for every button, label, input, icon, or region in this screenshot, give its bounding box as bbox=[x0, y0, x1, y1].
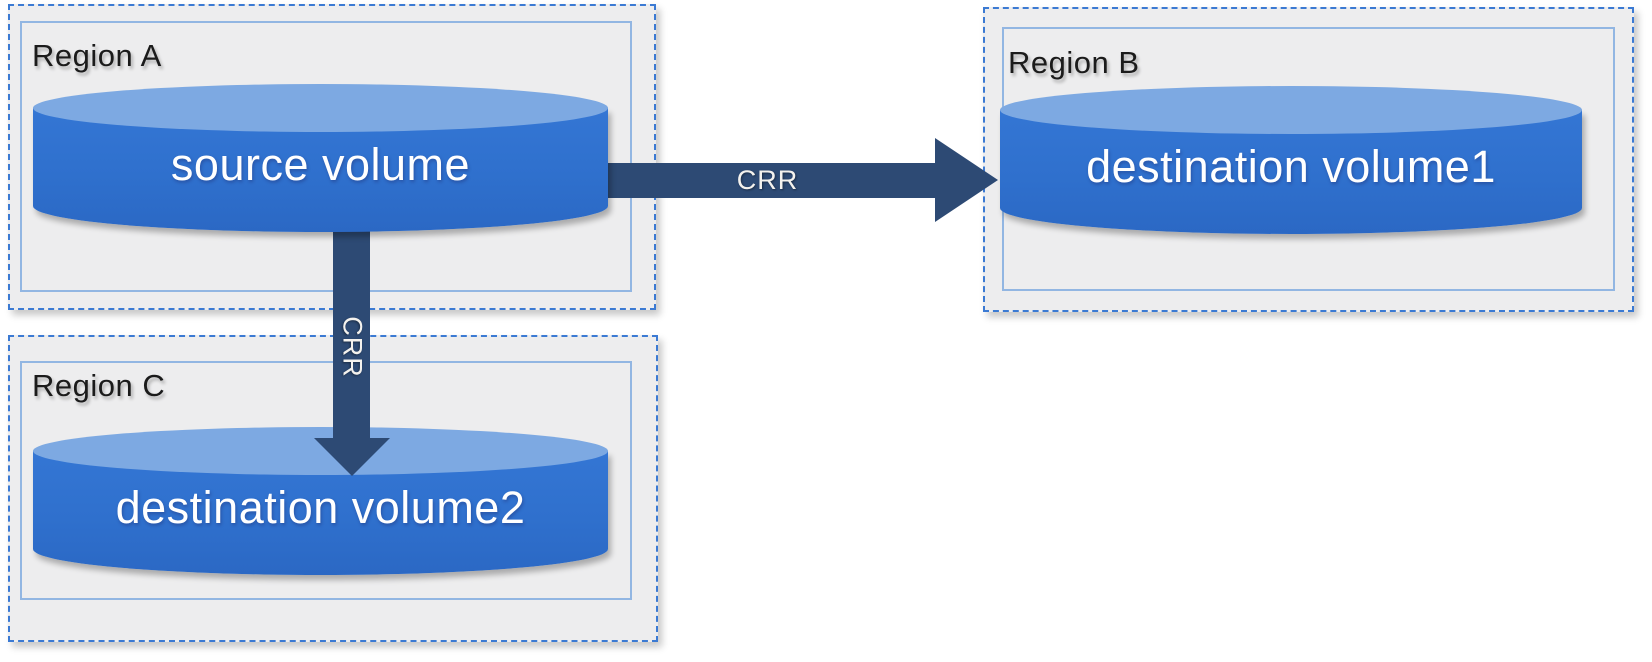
crr-arrow-vertical-head-icon bbox=[314, 438, 390, 476]
crr-arrow-vertical-label: CRR bbox=[337, 316, 368, 378]
destination-volume1-cylinder-top bbox=[1000, 86, 1582, 134]
region-c-inner-border bbox=[20, 361, 632, 600]
destination-volume1-label: destination volume1 bbox=[1086, 141, 1496, 192]
region-c-label: Region C bbox=[32, 368, 166, 403]
destination-volume2-label: destination volume2 bbox=[115, 482, 526, 533]
source-volume-cylinder-top bbox=[33, 84, 608, 132]
crr-arrow-horizontal-label: CRR bbox=[736, 165, 799, 195]
destination-volume1-cylinder-body: destination volume1 bbox=[1000, 110, 1582, 234]
source-volume-label: source volume bbox=[170, 139, 471, 190]
region-a-label: Region A bbox=[32, 38, 162, 73]
region-b-label: Region B bbox=[1008, 45, 1140, 80]
crr-arrow-vertical-shaft bbox=[333, 210, 370, 438]
destination-volume1-cylinder-icon: destination volume1 bbox=[1000, 86, 1582, 234]
crr-arrow-horizontal-shaft: CRR bbox=[600, 163, 935, 198]
region-a-inner-border bbox=[20, 21, 632, 292]
source-volume-cylinder-icon: source volume bbox=[33, 84, 608, 232]
crr-arrow-horizontal-head-icon bbox=[935, 138, 998, 222]
